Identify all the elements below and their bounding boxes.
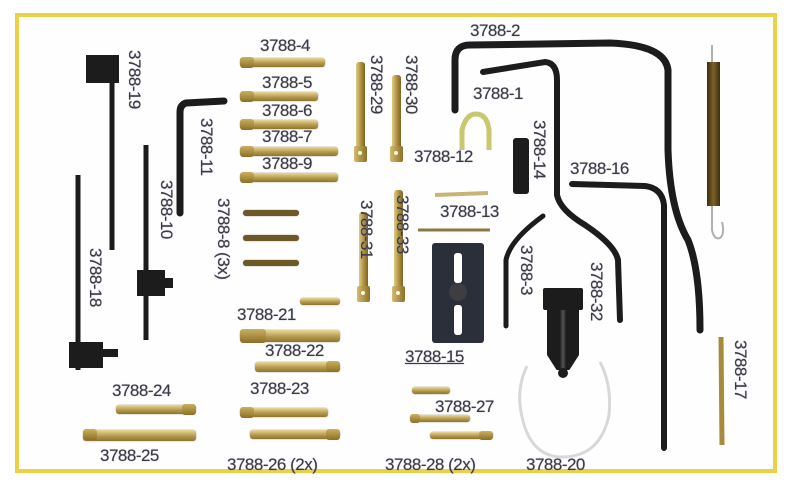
label-3788-24: 3788-24 [112,381,171,400]
label-3788-16: 3788-16 [570,159,629,178]
pin-3788-31 [357,212,370,302]
pin-3788-22 [240,329,340,343]
label-3788-17: 3788-17 [731,340,750,399]
label-3788-23: 3788-23 [250,379,309,398]
label-3788-21: 3788-21 [237,305,296,324]
pin-3788-29 [354,62,367,162]
spring-hook-bottom [711,205,725,240]
pin-3788-22b [255,361,340,372]
pin-3788-5 [240,91,318,102]
label-3788-28: 3788-28 (2x) [385,455,476,474]
tool-3788-11-hexkey [176,97,228,217]
screw-3788-8-b [243,235,299,241]
label-3788-1: 3788-1 [473,84,523,103]
tool-3788-12-clip [459,111,492,150]
tool-3788-20-ring [518,361,612,459]
label-3788-20: 3788-20 [526,455,585,474]
label-3788-14: 3788-14 [530,120,549,179]
tool-3788-15-plate [432,243,484,343]
pin-3788-30 [390,75,403,162]
pin-3788-25 [83,429,196,441]
pin-3788-7 [240,146,338,157]
label-3788-6: 3788-6 [262,101,312,120]
pin-3788-21 [300,298,340,305]
label-3788-13: 3788-13 [440,202,499,221]
tool-3788-32-tip [558,368,568,378]
tool-3788-19-handle [86,55,119,83]
pin-3788-26-b [250,429,340,440]
pin-3788-27-b [410,414,470,423]
label-3788-2: 3788-2 [470,21,520,40]
tool-3788-18-handle [69,342,103,368]
tool-3788-10-handle [137,270,165,296]
pin-3788-9 [240,172,338,183]
label-3788-11: 3788-11 [197,118,216,176]
tool-3788-16-rod [569,181,667,451]
plate-hole [449,283,467,301]
label-3788-9: 3788-9 [262,154,312,173]
label-3788-29: 3788-29 [367,55,386,114]
label-3788-5: 3788-5 [262,73,312,92]
tool-3788-17-screw [718,336,725,446]
label-3788-30: 3788-30 [402,55,421,114]
tool-3788-1-rod [480,58,623,323]
tool-3788-3-rod [503,213,546,329]
pin-3788-27-a [412,387,450,394]
label-3788-25: 3788-25 [100,446,159,465]
plate-slot-top [454,253,462,283]
label-3788-33: 3788-33 [393,195,412,254]
tool-3788-18-knob [102,349,118,357]
label-3788-15: 3788-15 [405,347,464,366]
screw-3788-8-a [243,210,299,216]
tool-3788-32-body [547,310,579,370]
pin-3788-33 [392,190,405,302]
label-3788-18: 3788-18 [86,248,105,307]
label-3788-27: 3788-27 [435,397,494,416]
label-3788-19: 3788-19 [125,50,144,109]
label-3788-4: 3788-4 [260,36,310,55]
spring-body [707,62,720,206]
label-3788-12: 3788-12 [414,147,473,166]
pin-3788-28 [430,431,493,440]
label-3788-31: 3788-31 [357,200,376,259]
pin-3788-4 [240,57,325,68]
label-3788-32: 3788-32 [587,262,606,321]
screw-3788-8-c [243,260,299,266]
pin-3788-26-a [240,407,328,418]
label-3788-26: 3788-26 (2x) [227,455,318,474]
pin-3788-24 [116,404,196,415]
tool-3788-32-cap [543,288,583,310]
label-3788-7: 3788-7 [262,127,312,146]
tool-3788-14-block [513,138,529,194]
tool-3788-2-rod [451,39,704,334]
tool-3788-13-pin [434,191,489,197]
label-3788-3: 3788-3 [517,245,536,295]
label-3788-22: 3788-22 [265,341,324,360]
plate-slot-bottom [454,305,462,335]
tool-3788-10-knob [163,278,173,288]
pin-3788-6 [240,119,318,130]
label-3788-10: 3788-10 [157,180,176,239]
label-3788-8: 3788-8 (3x) [214,198,233,280]
